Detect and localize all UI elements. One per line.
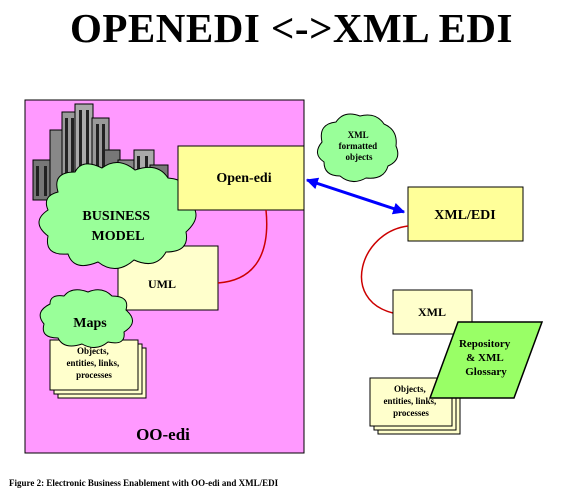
connector-xml-edi-xml xyxy=(360,225,409,314)
objects-right-label: Objects, entities, links, processes xyxy=(383,384,438,418)
page-title: OPENEDI <->XML EDI xyxy=(70,5,513,51)
bidirectional-arrow xyxy=(305,177,406,215)
xml-edi-label: XML/EDI xyxy=(434,208,495,223)
repository-shape xyxy=(428,321,544,399)
xml-formatted-objects-cloud xyxy=(317,113,399,182)
xml-label: XML xyxy=(418,305,446,319)
repository-label: Repository & XML Glossary xyxy=(459,338,513,378)
objects-stack-right xyxy=(369,377,461,435)
figure-caption: Figure 2: Electronic Business Enablement… xyxy=(9,478,279,488)
business-model-cloud xyxy=(38,162,197,269)
objects-left-label: Objects, entities, links, processes xyxy=(66,346,121,380)
oo-edi-label: OO-edi xyxy=(136,425,190,444)
open-edi-label: Open-edi xyxy=(216,171,271,186)
xml-edi-box xyxy=(407,186,524,242)
objects-stack-left xyxy=(49,339,147,399)
uml-label: UML xyxy=(148,277,176,291)
maps-label: Maps xyxy=(73,316,107,331)
business-model-label: BUSINESS MODEL xyxy=(82,209,153,244)
open-edi-box xyxy=(177,145,305,211)
maps-cloud xyxy=(39,289,133,348)
xml-formatted-objects-label: XML formatted objects xyxy=(339,130,380,162)
connector-open-edi-uml xyxy=(217,209,268,284)
